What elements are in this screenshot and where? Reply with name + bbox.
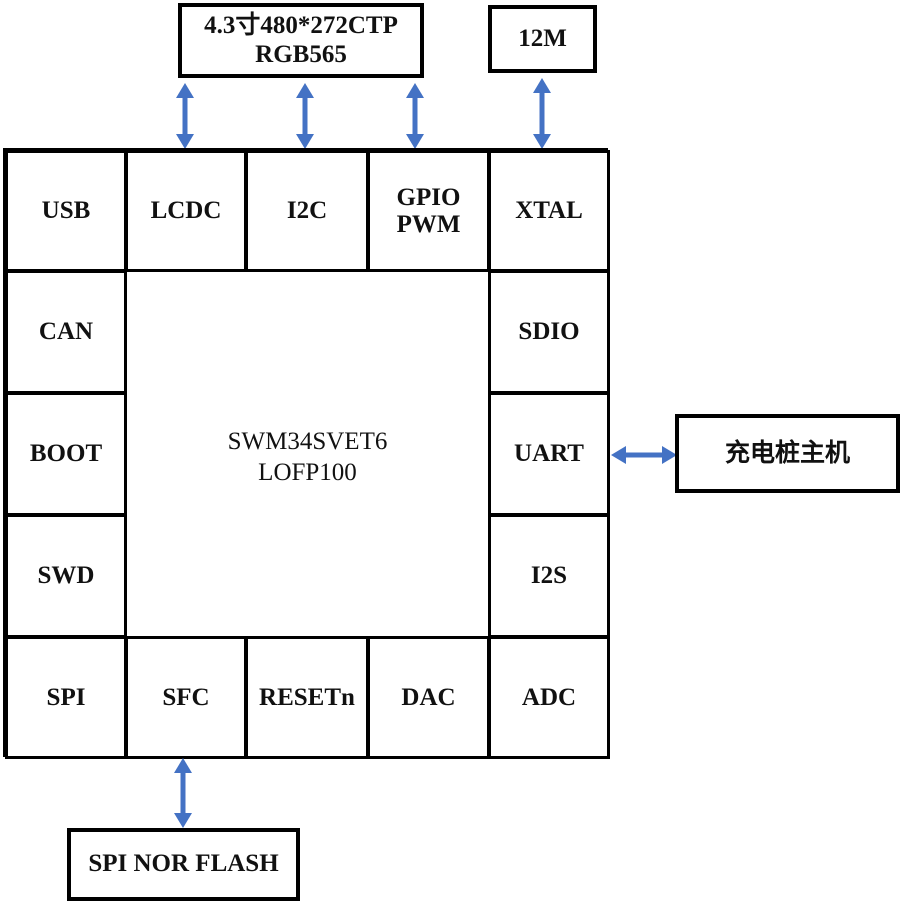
arrow-lcdc-to-lcd-panel: [176, 83, 194, 149]
chip-peripheral-resetn[interactable]: RESETn: [245, 636, 369, 759]
chip-peripheral-i2s[interactable]: I2S: [488, 514, 610, 638]
chip-peripheral-xtal[interactable]: XTAL: [488, 150, 610, 272]
arrow-i2c-to-lcd-panel: [296, 83, 314, 149]
arrow-xtal-to-12m-crystal: [533, 78, 551, 149]
external-block-spi-nor-flash: SPI NOR FLASH: [67, 828, 300, 901]
chip-peripheral-can[interactable]: CAN: [5, 270, 127, 394]
arrow-gpio-pwm-to-lcd-panel: [406, 83, 424, 149]
external-block-12m-crystal: 12M: [488, 5, 597, 73]
chip-peripheral-usb[interactable]: USB: [5, 150, 127, 272]
chip-peripheral-uart[interactable]: UART: [488, 392, 610, 516]
chip-peripheral-dac[interactable]: DAC: [367, 636, 490, 759]
chip-peripheral-i2c[interactable]: I2C: [245, 150, 369, 272]
chip-peripheral-lcdc[interactable]: LCDC: [125, 150, 247, 272]
chip-core-label: SWM34SVET6 LOFP100: [227, 427, 388, 486]
chip-outline: SWM34SVET6 LOFP100 USB LCDC I2C GPIO PWM…: [3, 148, 610, 759]
chip-peripheral-swd[interactable]: SWD: [5, 514, 127, 638]
external-block-lcd-panel: 4.3寸480*272CTP RGB565: [178, 3, 424, 78]
chip-peripheral-adc[interactable]: ADC: [488, 636, 610, 759]
chip-peripheral-boot[interactable]: BOOT: [5, 392, 127, 516]
chip-peripheral-gpio-pwm[interactable]: GPIO PWM: [367, 150, 490, 272]
external-block-charging-pile-host: 充电桩主机: [675, 414, 900, 493]
arrow-sfc-to-spi-nor-flash: [174, 758, 192, 828]
chip-peripheral-sfc[interactable]: SFC: [125, 636, 247, 759]
chip-peripheral-sdio[interactable]: SDIO: [488, 270, 610, 394]
arrow-uart-to-charging-pile-host: [611, 446, 677, 464]
chip-peripheral-spi[interactable]: SPI: [5, 636, 127, 759]
